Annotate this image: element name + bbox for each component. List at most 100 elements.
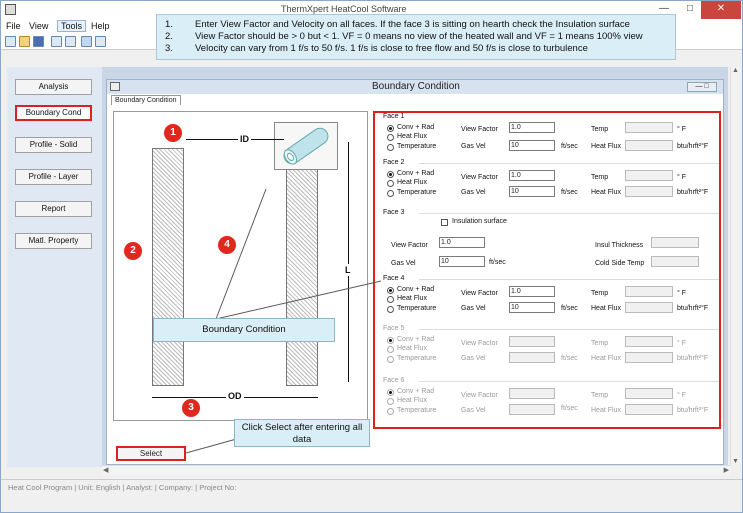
face-divider (419, 279, 719, 280)
instruction-number: 2. (165, 31, 173, 42)
boundary-connector-line (215, 188, 267, 320)
face-5-heat-flux-input[interactable] (625, 352, 673, 363)
scroll-left-icon[interactable]: ◀ (103, 467, 109, 474)
close-icon[interactable]: ✕ (701, 1, 741, 19)
scroll-up-icon[interactable]: ▲ (732, 67, 739, 74)
face-6-heat-flux-radio[interactable] (387, 398, 394, 405)
print-icon[interactable] (51, 36, 62, 47)
face-3-view-factor-input[interactable]: 1.0 (439, 237, 485, 248)
marker-face-3: 3 (182, 399, 200, 417)
cold-side-temp-input[interactable] (651, 256, 699, 267)
scroll-down-icon[interactable]: ▼ (732, 458, 739, 465)
grid-icon[interactable] (95, 36, 106, 47)
face-2-gas-vel-input[interactable]: 10 (509, 186, 555, 197)
right-wall (286, 148, 318, 386)
menu-view[interactable]: View (29, 21, 49, 31)
face-1-heat-flux-radio[interactable] (387, 134, 394, 141)
face-4-heat-flux-input[interactable] (625, 302, 673, 313)
heat-flux-field-label: Heat Flux (591, 355, 621, 362)
new-file-icon[interactable] (5, 36, 16, 47)
gas-vel-label: Gas Vel (461, 407, 486, 414)
view-factor-label: View Factor (461, 392, 498, 399)
heat-flux-label: Heat Flux (397, 179, 427, 186)
face-divider (419, 213, 719, 214)
face-1-temp-input[interactable] (625, 122, 673, 133)
face-2-heat-flux-radio[interactable] (387, 180, 394, 187)
face-2-heat-flux-input[interactable] (625, 186, 673, 197)
child-title-bar: Boundary Condition — □ (107, 80, 723, 94)
face-1-view-factor-input[interactable]: 1.0 (509, 122, 555, 133)
minimize-icon[interactable]: — (659, 3, 669, 14)
heat-flux-label: Heat Flux (397, 133, 427, 140)
face-6-temp-input[interactable] (625, 388, 673, 399)
face-2-temperature-radio[interactable] (387, 190, 394, 197)
face-2-view-factor-input[interactable]: 1.0 (509, 170, 555, 181)
face-3-gas-vel-input[interactable]: 10 (439, 256, 485, 267)
maximize-icon[interactable]: □ (686, 3, 694, 14)
save-icon[interactable] (33, 36, 44, 47)
insul-thickness-label: Insul Thickness (595, 242, 644, 249)
face-2-temp-input[interactable] (625, 170, 673, 181)
horizontal-scrollbar[interactable]: ◀ ▶ (102, 465, 730, 475)
face-1-conv-rad-radio[interactable] (387, 125, 394, 132)
face-5-temperature-radio[interactable] (387, 356, 394, 363)
face-6-temperature-radio[interactable] (387, 408, 394, 415)
face-6-heat-flux-input[interactable] (625, 404, 673, 415)
face-6-conv-rad-radio[interactable] (387, 389, 394, 396)
face-5-conv-rad-radio[interactable] (387, 337, 394, 344)
view-factor-label: View Factor (461, 126, 498, 133)
sidebar-item-profile-solid[interactable]: Profile - Solid (15, 137, 92, 153)
scroll-right-icon[interactable]: ▶ (723, 467, 729, 474)
temp-label: Temp (591, 126, 609, 133)
sidebar-item-profile-layer[interactable]: Profile - Layer (15, 169, 92, 185)
child-window-controls[interactable]: — □ (687, 82, 717, 92)
ftsec-unit: ft/sec (561, 143, 578, 150)
face-6-gas-vel-input[interactable] (509, 404, 555, 415)
face-4-gas-vel-input[interactable]: 10 (509, 302, 555, 313)
face-1-heat-flux-input[interactable] (625, 140, 673, 151)
flux-unit: btu/hrft²°F (677, 305, 709, 312)
view-factor-label: View Factor (391, 242, 428, 249)
face-4-heat-flux-radio[interactable] (387, 296, 394, 303)
face-1-temperature-radio[interactable] (387, 144, 394, 151)
boundary-connector-line (215, 280, 382, 320)
insul-thickness-input[interactable] (651, 237, 699, 248)
face-4-temperature-radio[interactable] (387, 306, 394, 313)
sidebar-item-report[interactable]: Report (15, 201, 92, 217)
face-2-conv-rad-radio[interactable] (387, 171, 394, 178)
face-5-temp-input[interactable] (625, 336, 673, 347)
open-folder-icon[interactable] (19, 36, 30, 47)
tab-boundary-condition[interactable]: Boundary Condition (111, 95, 181, 105)
face-4-view-factor-input[interactable]: 1.0 (509, 286, 555, 297)
face-5-heat-flux-radio[interactable] (387, 346, 394, 353)
heat-flux-label: Heat Flux (397, 295, 427, 302)
print-preview-icon[interactable] (65, 36, 76, 47)
insulation-surface-checkbox[interactable] (441, 219, 448, 226)
heat-flux-field-label: Heat Flux (591, 189, 621, 196)
face-divider (419, 329, 719, 330)
sidebar-item-boundary-cond[interactable]: Boundary Cond (15, 105, 92, 121)
id-dimension-line (186, 139, 284, 140)
face-4-temp-input[interactable] (625, 286, 673, 297)
instruction-text: View Factor should be > 0 but < 1. VF = … (195, 31, 643, 42)
child-window-icon (110, 82, 120, 91)
menu-help[interactable]: Help (91, 21, 110, 31)
gas-vel-label: Gas Vel (461, 305, 486, 312)
temperature-label: Temperature (397, 189, 437, 196)
help-icon[interactable] (81, 36, 92, 47)
sidebar-item-analysis[interactable]: Analysis (15, 79, 92, 95)
temp-unit: ° F (677, 174, 687, 181)
menu-tools[interactable]: Tools (57, 20, 87, 32)
sidebar-item-matl-property[interactable]: Matl. Property (15, 233, 92, 249)
select-button[interactable]: Select (116, 446, 186, 461)
face-6-view-factor-input[interactable] (509, 388, 555, 399)
face-5-view-factor-input[interactable] (509, 336, 555, 347)
face-1-gas-vel-input[interactable]: 10 (509, 140, 555, 151)
id-label: ID (238, 134, 251, 144)
vertical-scrollbar[interactable]: ▲ ▼ (730, 67, 740, 465)
temp-unit: ° F (677, 392, 687, 399)
face-4-conv-rad-radio[interactable] (387, 287, 394, 294)
conv-rad-label: Conv + Rad (397, 336, 435, 343)
face-5-gas-vel-input[interactable] (509, 352, 555, 363)
menu-file[interactable]: File (6, 21, 21, 31)
